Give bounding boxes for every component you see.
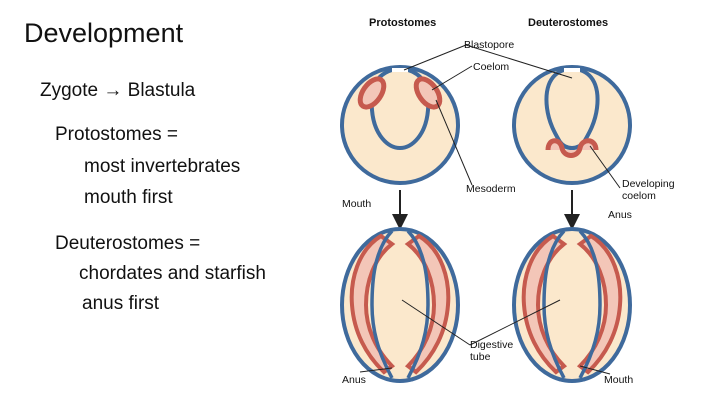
slide-title: Development	[24, 18, 184, 48]
protostomes-item-mouth-first: mouth first	[84, 187, 173, 208]
deuterostomes-item-chordates: chordates and starfish	[79, 263, 266, 284]
mesoderm-pouch-left	[357, 76, 387, 110]
digestive-tube	[542, 229, 602, 379]
label-anus-right: Anus	[608, 209, 632, 221]
label-anus-bottom: Anus	[342, 374, 366, 386]
label-developing: Developing	[622, 178, 675, 190]
protostomes-item-invertebrates: most invertebrates	[84, 156, 241, 177]
digestive-tube	[370, 229, 430, 379]
protostome-embryo	[340, 227, 460, 383]
label-coelom: Coelom	[473, 61, 509, 73]
deuterostomes-heading: Deuterostomes =	[55, 233, 201, 254]
deuterostomes-item-anus-first: anus first	[82, 293, 160, 314]
label-blastopore: Blastopore	[464, 39, 514, 51]
protostomes-heading: Protostomes =	[55, 124, 179, 145]
header-protostomes: Protostomes	[369, 17, 436, 29]
label-tube: tube	[470, 351, 491, 363]
label-digestive: Digestive	[470, 339, 513, 351]
label-mesoderm: Mesoderm	[466, 183, 516, 195]
label-coelom-2: coelom	[622, 190, 656, 202]
deuterostome-embryo	[512, 227, 632, 383]
label-mouth-top: Mouth	[342, 198, 371, 210]
leader-lines	[359, 44, 621, 375]
developing-coelom-pouches	[545, 138, 599, 158]
header-deuterostomes: Deuterostomes	[528, 17, 608, 29]
label-mouth-bottom: Mouth	[604, 374, 633, 386]
archenteron	[544, 68, 600, 150]
development-diagram: Protostomes Deuterostomes	[340, 17, 675, 386]
deuterostome-gastrula	[512, 65, 632, 185]
zygote-blastula-line: Zygote → Blastula	[40, 80, 196, 101]
